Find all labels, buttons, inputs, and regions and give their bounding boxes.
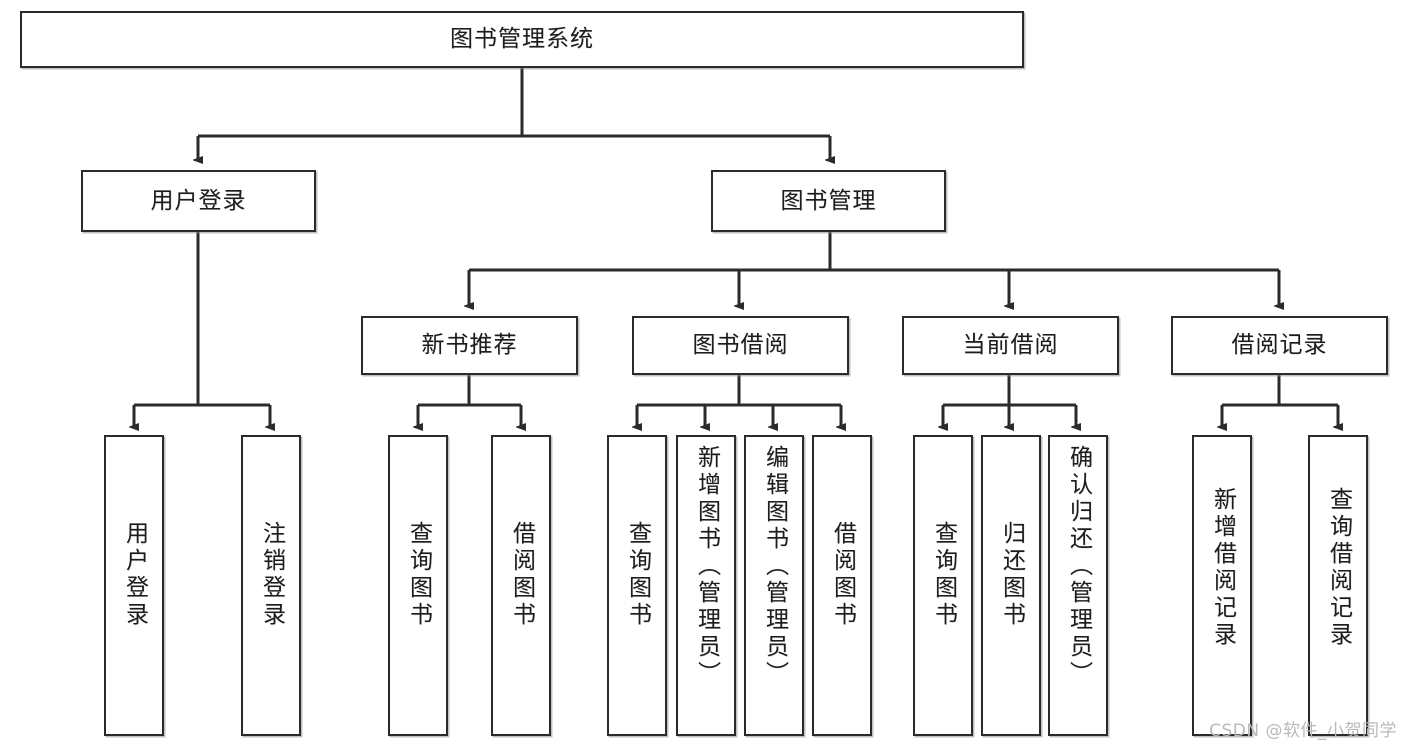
node-label: 查询图书 — [624, 521, 651, 629]
leaf-query-borrow-record[interactable]: 查询借阅记录 — [1308, 435, 1368, 736]
node-label: 确认归还（管理员） — [1065, 445, 1092, 688]
leaf-return-books[interactable]: 归还图书 — [981, 435, 1041, 736]
node-label: 新增借阅记录 — [1209, 487, 1236, 649]
node-label: 借阅图书 — [829, 521, 856, 629]
watermark: CSDN @软件_小贺同学 — [1209, 721, 1397, 741]
node-label: 新增图书（管理员） — [693, 445, 720, 688]
leaf-add-book-admin[interactable]: 新增图书（管理员） — [676, 435, 736, 736]
node-label: 编辑图书（管理员） — [761, 445, 788, 688]
leaf-add-borrow-record[interactable]: 新增借阅记录 — [1192, 435, 1252, 736]
leaf-logout[interactable]: 注销登录 — [241, 435, 301, 736]
node-book-borrow[interactable]: 图书借阅 — [632, 316, 849, 375]
node-book-management[interactable]: 图书管理 — [711, 170, 946, 232]
node-label: 归还图书 — [998, 521, 1025, 629]
leaf-edit-book-admin[interactable]: 编辑图书（管理员） — [744, 435, 804, 736]
node-label: 借阅图书 — [508, 521, 535, 629]
leaf-query-books-current[interactable]: 查询图书 — [913, 435, 973, 736]
node-user-login[interactable]: 用户登录 — [81, 170, 316, 232]
node-label: 借阅记录 — [1231, 332, 1328, 359]
leaf-borrow-books[interactable]: 借阅图书 — [812, 435, 872, 736]
leaf-user-login[interactable]: 用户登录 — [104, 435, 164, 736]
node-label: 查询借阅记录 — [1325, 487, 1352, 649]
node-label: 注销登录 — [258, 521, 285, 629]
node-label: 图书借阅 — [692, 332, 789, 359]
node-label: 查询图书 — [930, 521, 957, 629]
node-label: 图书管理系统 — [450, 26, 594, 53]
node-label: 用户登录 — [150, 187, 247, 214]
node-new-book-recommend[interactable]: 新书推荐 — [361, 316, 578, 375]
node-borrow-records[interactable]: 借阅记录 — [1171, 316, 1388, 375]
node-label: 图书管理 — [780, 187, 877, 214]
node-label: 新书推荐 — [421, 332, 518, 359]
node-label: 查询图书 — [405, 521, 432, 629]
leaf-confirm-return-admin[interactable]: 确认归还（管理员） — [1048, 435, 1108, 736]
leaf-query-books-borrow[interactable]: 查询图书 — [607, 435, 667, 736]
node-label: 当前借阅 — [962, 332, 1059, 359]
leaf-borrow-books-new[interactable]: 借阅图书 — [491, 435, 551, 736]
node-label: 用户登录 — [121, 521, 148, 629]
leaf-query-books-new[interactable]: 查询图书 — [388, 435, 448, 736]
node-current-borrow[interactable]: 当前借阅 — [902, 316, 1119, 375]
node-root[interactable]: 图书管理系统 — [20, 11, 1024, 68]
